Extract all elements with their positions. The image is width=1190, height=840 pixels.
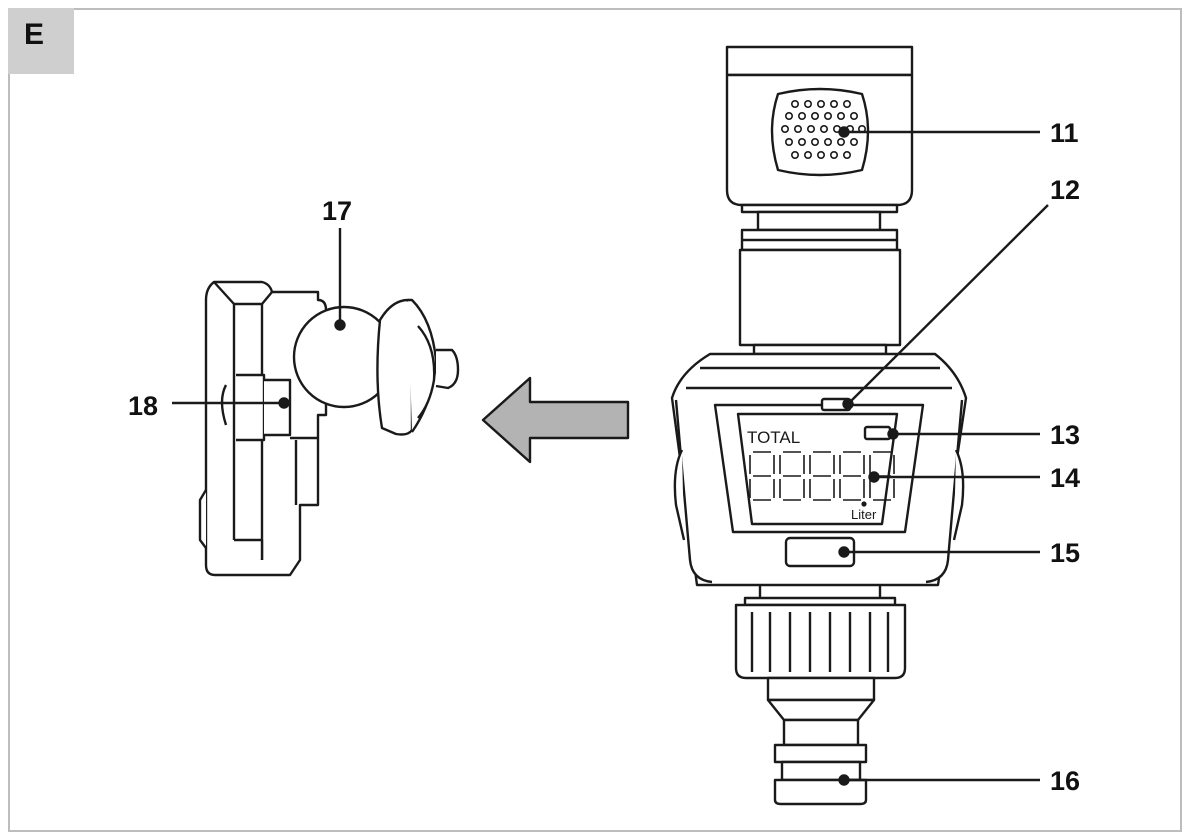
- top-tap-connector: [725, 45, 914, 214]
- lcd-digits: [749, 451, 895, 507]
- grip-pad: [770, 87, 870, 177]
- leader-12: [847, 204, 1049, 405]
- callout-13: 13: [1050, 420, 1081, 450]
- lcd-total-label: TOTAL: [747, 428, 800, 447]
- hose-connector: [766, 676, 876, 806]
- grip-dots: [780, 100, 866, 160]
- direction-arrow: [481, 376, 630, 464]
- figure-frame: [8, 8, 1182, 832]
- lcd-unit-label: Liter: [851, 507, 877, 522]
- callout-15: 15: [1050, 538, 1081, 568]
- callout-18: 18: [128, 391, 159, 421]
- callout-16: 16: [1050, 766, 1081, 796]
- section-label: E: [8, 8, 74, 74]
- callout-14: 14: [1050, 463, 1081, 493]
- neck-section: [738, 210, 902, 356]
- ball-joint: [292, 298, 460, 436]
- callout-11: 11: [1050, 118, 1079, 148]
- callout-12: 12: [1050, 175, 1081, 205]
- threaded-nut: [734, 585, 907, 680]
- callout-17: 17: [322, 196, 353, 226]
- display-window: [713, 397, 925, 534]
